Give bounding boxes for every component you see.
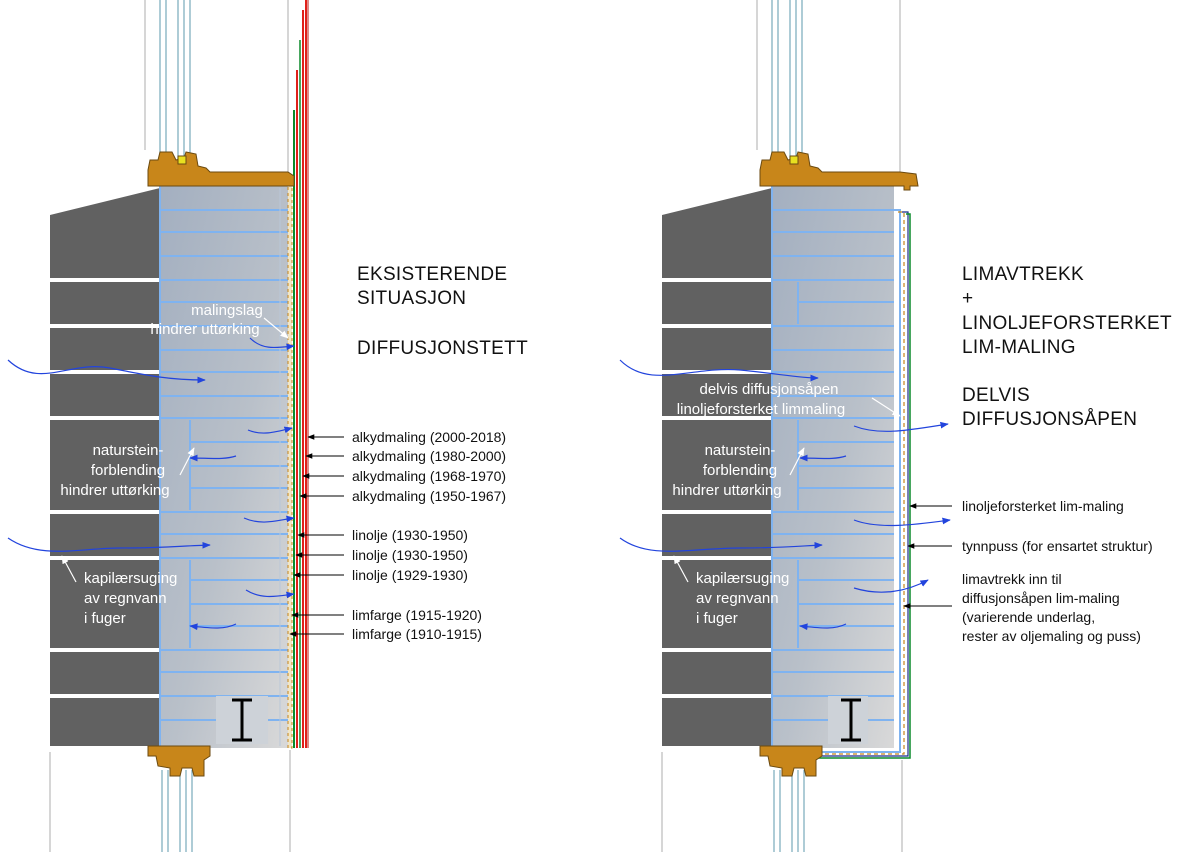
- left-stone-note-line-2: forblending: [91, 462, 165, 479]
- left-paint-note-line-1: malingslag: [191, 302, 263, 319]
- right-window-glazing-bottom: [661, 752, 903, 852]
- right-window-sill-bottom: [759, 745, 823, 777]
- right-layer-label-3-line-1: limavtrekk inn til: [962, 571, 1062, 587]
- right-moisture-arrows: [619, 359, 951, 631]
- right-layer-label-3-line-4: rester av oljemaling og puss): [962, 628, 1141, 644]
- left-capillary-note-arrow: [61, 555, 77, 583]
- right-paint-note-line-2: linoljeforsterket limmaling: [677, 401, 845, 418]
- left-layer-label-4: alkydmaling (1950-1967): [352, 488, 506, 504]
- right-layer-label-2: tynnpuss (for ensartet struktur): [962, 538, 1153, 554]
- left-layer-label-8: limfarge (1915-1920): [352, 607, 482, 623]
- right-section: LIMAVTREKK + LINOLJEFORSTERKET LIM-MALIN…: [619, 0, 1172, 852]
- left-window-sill-bottom: [147, 745, 211, 777]
- left-subtitle: DIFFUSJONSTETT: [357, 338, 528, 359]
- left-paint-layers: [287, 0, 309, 749]
- left-paint-note-arrow: [263, 317, 289, 339]
- left-title-line-2: SITUASJON: [357, 288, 466, 309]
- left-capillary-note-line-2: av regnvann: [84, 590, 167, 607]
- right-layer-label-3-line-3: (varierende underlag,: [962, 609, 1095, 625]
- left-brick-wall: [159, 186, 288, 748]
- right-title-line-2: +: [962, 288, 973, 309]
- right-capillary-note-line-1: kapilærsuging: [696, 570, 789, 587]
- right-subtitle-line-2: DIFFUSJONSÅPEN: [962, 409, 1137, 430]
- right-stone-note-line-1: naturstein-: [705, 442, 776, 459]
- left-window-glazing-top: [144, 0, 289, 180]
- right-window-glazing-top: [756, 0, 901, 180]
- left-section: EKSISTERENDE SITUASJON DIFFUSJONSTETT ma…: [7, 0, 528, 852]
- left-moisture-arrows: [7, 337, 295, 631]
- right-window-sill-top: [759, 151, 919, 191]
- right-coating-layers: [812, 209, 911, 759]
- left-layer-label-3: alkydmaling (1968-1970): [352, 468, 506, 484]
- left-layer-label-6: linolje (1930-1950): [352, 547, 468, 563]
- right-paint-note-arrow: [871, 397, 901, 417]
- right-capillary-note-arrow: [673, 555, 689, 583]
- left-paint-note-line-2: hindrer uttørking: [150, 321, 259, 338]
- left-capillary-note-line-1: kapilærsuging: [84, 570, 177, 587]
- right-stone-note-line-3: hindrer uttørking: [672, 482, 781, 499]
- left-window-sill-top: [147, 151, 295, 187]
- right-title-line-4: LIM-MALING: [962, 337, 1076, 358]
- left-layer-label-1: alkydmaling (2000-2018): [352, 429, 506, 445]
- left-layer-label-5: linolje (1930-1950): [352, 527, 468, 543]
- right-layer-label-3-line-2: diffusjonsåpen lim-maling: [962, 590, 1120, 606]
- left-steel-beam-icon: [232, 698, 252, 742]
- left-layer-label-7: linolje (1929-1930): [352, 567, 468, 583]
- right-title-line-1: LIMAVTREKK: [962, 264, 1084, 285]
- left-window-glazing-bottom: [49, 750, 291, 852]
- left-title-line-1: EKSISTERENDE: [357, 264, 507, 285]
- left-layer-label-9: limfarge (1910-1915): [352, 626, 482, 642]
- right-stone-note-line-2: forblending: [703, 462, 777, 479]
- left-layer-leaders: [289, 434, 344, 637]
- right-capillary-note-line-2: av regnvann: [696, 590, 779, 607]
- right-brick-wall: [771, 186, 894, 748]
- left-capillary-note-line-3: i fuger: [84, 610, 126, 627]
- right-paint-note-line-1: delvis diffusjonsåpen: [700, 381, 839, 398]
- left-stone-note-line-1: naturstein-: [93, 442, 164, 459]
- right-layer-leaders: [903, 503, 952, 609]
- right-capillary-note-line-3: i fuger: [696, 610, 738, 627]
- right-title-line-3: LINOLJEFORSTERKET: [962, 313, 1172, 334]
- left-stone-note-line-3: hindrer uttørking: [60, 482, 169, 499]
- left-stone-note-arrow: [179, 447, 195, 476]
- right-layer-label-1: linoljeforsterket lim-maling: [962, 498, 1124, 514]
- left-layer-label-2: alkydmaling (1980-2000): [352, 448, 506, 464]
- right-stone-note-arrow: [789, 447, 805, 476]
- right-subtitle-line-1: DELVIS: [962, 385, 1030, 406]
- right-steel-beam-icon: [841, 698, 861, 742]
